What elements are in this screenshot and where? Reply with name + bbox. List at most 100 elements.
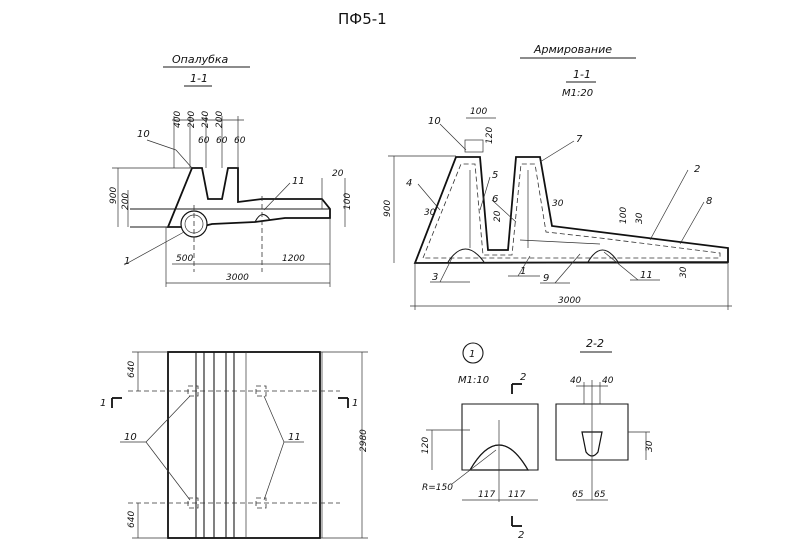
reinforcement-callout-4: 4 (406, 178, 412, 189)
plan-callout-10: 10 (124, 432, 137, 443)
detail-1-view: 1 М1:10 2 2 120 R=150 117 117 (421, 342, 539, 541)
plan-cut-left-label: 1 (100, 398, 106, 409)
formwork-dim-100: 100 (343, 193, 353, 210)
reinforcement-leader-6 (491, 199, 517, 223)
reinforcement-leader-3 (439, 257, 453, 283)
detail-1-block-outline (461, 403, 539, 471)
reinforcement-dim-120: 120 (485, 127, 495, 144)
reinforcement-dim-30c: 30 (635, 212, 645, 224)
formwork-section-label: 1-1 (190, 72, 208, 85)
section-2-2-dim-65b: 65 (594, 490, 606, 500)
reinforcement-callout-6: 6 (492, 194, 498, 205)
formwork-dim-200b: 200 (215, 111, 225, 128)
formwork-dim-400: 400 (173, 111, 183, 128)
reinforcement-leader-10 (439, 123, 467, 151)
reinforcement-callout-7: 7 (576, 134, 583, 145)
formwork-dim-900: 900 (109, 187, 119, 204)
plan-leader-11b (263, 441, 285, 501)
detail-1-radius: R=150 (422, 483, 453, 493)
plan-insert-tr (255, 385, 267, 397)
formwork-dim-500: 500 (176, 254, 193, 264)
section-2-2-dim-40a: 40 (570, 376, 582, 386)
reinforcement-dim-30d: 30 (679, 266, 689, 278)
formwork-dim-20: 20 (332, 169, 344, 179)
sheet-title: ПФ5-1 (338, 10, 387, 28)
reinforcement-leader-8 (679, 201, 705, 245)
reinforcement-callout-3: 3 (432, 272, 438, 283)
section-2-2-heading: 2-2 (586, 337, 604, 350)
plan-leader-11a (263, 395, 285, 443)
reinforcement-arch-right (587, 249, 619, 263)
section-2-2-view: 2-2 40 40 30 65 65 (555, 337, 655, 501)
reinforcement-callout-10: 10 (428, 116, 441, 127)
reinforcement-callout-5: 5 (492, 170, 498, 181)
detail-1-dim-120: 120 (421, 437, 431, 454)
reinforcement-scale: М1:20 (562, 88, 593, 99)
formwork-callout-10: 10 (137, 129, 150, 140)
plan-dim-640-top: 640 (127, 361, 137, 378)
plan-outline (167, 351, 321, 539)
formwork-leader-11 (263, 182, 291, 211)
reinforcement-dim-100: 100 (470, 107, 487, 117)
formwork-dim-60a: 60 (198, 136, 210, 146)
reinforcement-dim-3000: 3000 (558, 296, 581, 306)
reinforcement-dim-900: 900 (383, 200, 393, 217)
formwork-callout-11: 11 (292, 176, 305, 187)
plan-view: 1 1 640 640 2980 10 11 (100, 351, 369, 539)
section-2-2-dim-30: 30 (645, 440, 655, 452)
detail-1-cut-bottom-label: 2 (518, 530, 524, 541)
reinforcement-arch-left (447, 248, 485, 263)
reinforcement-leader-7 (539, 140, 575, 163)
reinforcement-bar-c (519, 239, 601, 245)
formwork-dim-200a: 200 (187, 111, 197, 128)
reinforcement-rebar-contour (422, 163, 721, 259)
detail-1-mark-circle (462, 342, 484, 364)
plan-leader-10b (145, 441, 191, 501)
reinforcement-callout-2: 2 (694, 164, 700, 175)
formwork-leader-10b (175, 149, 193, 169)
formwork-heading: Опалубка (172, 53, 229, 66)
formwork-dim-240: 240 (201, 111, 211, 128)
detail-1-mark: 1 (469, 349, 475, 360)
plan-callout-11: 11 (288, 432, 301, 443)
reinforcement-dim-100b: 100 (619, 207, 629, 224)
formwork-dim-60b: 60 (216, 136, 228, 146)
reinforcement-callout-1: 1 (520, 266, 526, 277)
plan-insert-tl (187, 385, 199, 397)
formwork-dim-60c: 60 (234, 136, 246, 146)
reinforcement-leader-4 (417, 183, 441, 211)
reinforcement-callout-9: 9 (543, 273, 549, 284)
detail-1-dim-117a: 117 (478, 490, 495, 500)
reinforcement-dim-20: 20 (493, 210, 503, 222)
plan-leader-10a (145, 395, 191, 443)
reinforcement-body-outline (413, 156, 729, 264)
reinforcement-callout-8: 8 (706, 196, 712, 207)
reinforcement-leader-1 (517, 255, 531, 277)
plan-dim-2980: 2980 (359, 429, 369, 452)
formwork-leader-10 (146, 139, 177, 151)
plan-insert-br (255, 497, 267, 509)
formwork-dim-1200: 1200 (282, 254, 305, 264)
reinforcement-section-label: 1-1 (573, 68, 591, 81)
formwork-leader-1 (123, 231, 185, 266)
reinforcement-callout-11: 11 (640, 270, 653, 281)
formwork-callout-1: 1 (124, 256, 130, 267)
reinforcement-heading: Армирование (533, 43, 612, 56)
detail-1-dim-117b: 117 (508, 490, 525, 500)
plan-insert-bl (187, 497, 199, 509)
detail-1-scale: М1:10 (458, 375, 489, 386)
plan-dim-640-bottom: 640 (127, 511, 137, 528)
reinforcement-leader-11 (603, 251, 639, 281)
reinforcement-leader-5 (479, 176, 491, 211)
formwork-dim-200: 200 (121, 193, 131, 210)
formwork-dim-3000: 3000 (226, 273, 249, 283)
section-2-2-outline (555, 403, 629, 461)
reinforcement-leader-9 (554, 253, 581, 284)
reinforcement-leader-2 (649, 169, 689, 241)
detail-1-leader-r (451, 449, 497, 485)
section-2-2-dim-40b: 40 (602, 376, 614, 386)
reinforcement-view: Армирование 1-1 М1:20 900 100 120 30 30 … (383, 43, 732, 310)
reinforcement-dim-30a: 30 (424, 208, 436, 218)
section-2-2-dim-65a: 65 (572, 490, 584, 500)
